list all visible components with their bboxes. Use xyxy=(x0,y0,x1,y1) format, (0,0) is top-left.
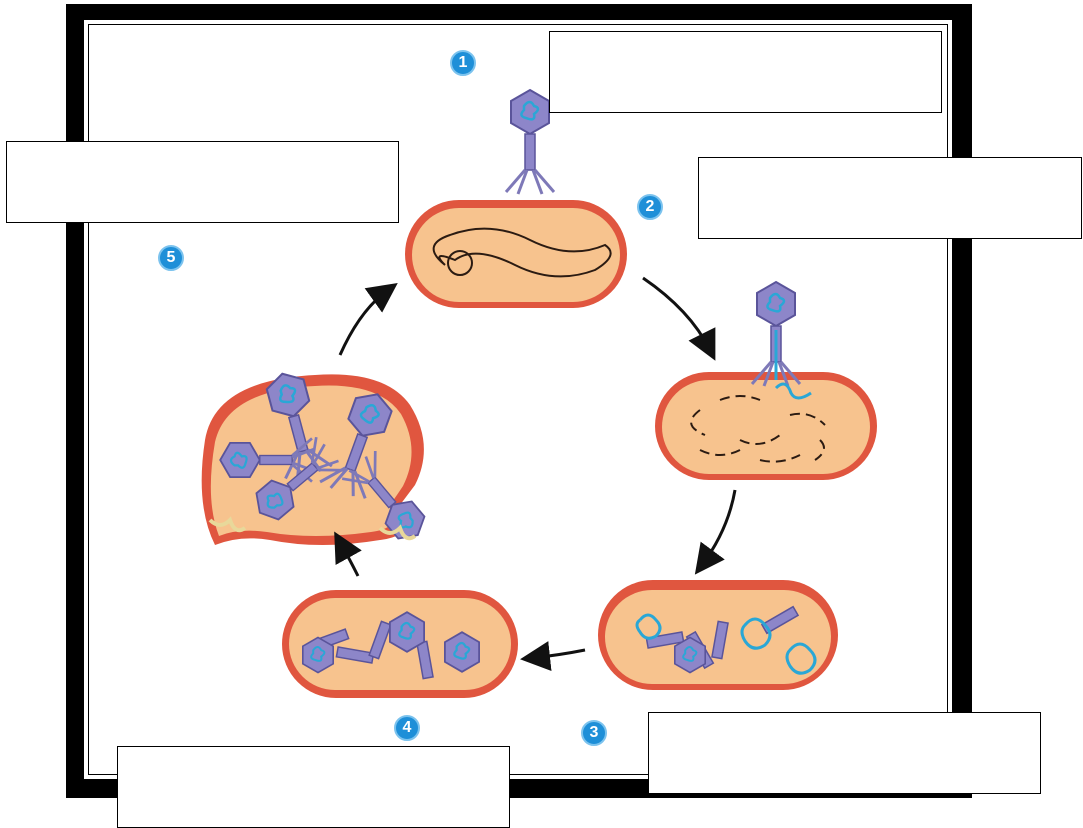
cell-lysis xyxy=(202,368,435,550)
arrow-5-to-1 xyxy=(340,290,388,355)
arrow-4-to-5 xyxy=(340,542,358,576)
label-box-step-1[interactable] xyxy=(549,31,942,113)
step-2-badge: 2 xyxy=(637,194,663,220)
label-box-step-5[interactable] xyxy=(6,141,399,223)
label-box-step-4[interactable] xyxy=(117,746,510,828)
cell-assembly xyxy=(282,590,518,698)
arrow-3-to-4 xyxy=(532,650,585,658)
label-box-step-3[interactable] xyxy=(648,712,1041,794)
phage-attaching xyxy=(506,90,554,194)
step-5-badge: 5 xyxy=(158,245,184,271)
step-4-badge: 4 xyxy=(394,715,420,741)
label-box-step-2[interactable] xyxy=(698,157,1082,239)
arrow-1-to-2 xyxy=(643,278,710,350)
cell-replication xyxy=(598,580,838,690)
step-1-badge: 1 xyxy=(450,50,476,76)
cell-attachment xyxy=(405,90,627,308)
step-3-badge: 3 xyxy=(581,720,607,746)
cell-injection xyxy=(655,282,877,480)
arrow-2-to-3 xyxy=(702,490,735,565)
